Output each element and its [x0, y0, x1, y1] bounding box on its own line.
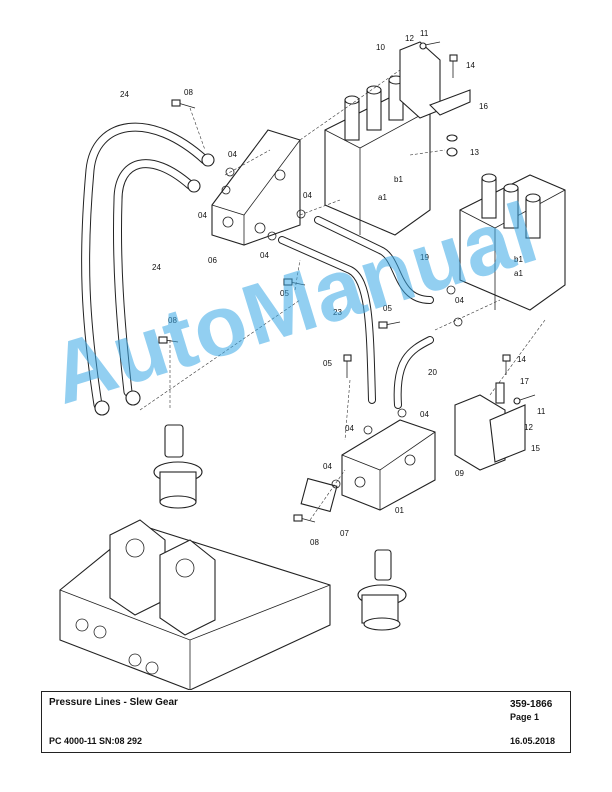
leader-lines	[139, 69, 546, 521]
callout: 10	[376, 43, 385, 52]
callout: 24	[152, 263, 161, 272]
callout: 23	[333, 308, 342, 317]
callout: 15	[531, 444, 540, 453]
svg-text:b1: b1	[394, 175, 403, 184]
fasteners	[158, 41, 536, 523]
hose-fitting	[187, 179, 201, 193]
callout: 04	[260, 251, 269, 260]
callout: 13	[470, 148, 479, 157]
callout: 24	[120, 90, 129, 99]
control-valve-lower: b1 a1	[459, 173, 566, 311]
exploded-parts-diagram: b1 a1 b1 a1	[59, 29, 566, 690]
drawing-title: Pressure Lines - Slew Gear	[49, 697, 178, 708]
pipe-19	[314, 216, 434, 304]
callout: 01	[395, 506, 404, 515]
callout: 14	[466, 61, 475, 70]
callout: 11	[537, 407, 546, 416]
callout: 11	[420, 29, 429, 38]
callout: 05	[323, 359, 332, 368]
callout: 16	[479, 102, 488, 111]
callout: 04	[455, 296, 464, 305]
callout: 08	[310, 538, 319, 547]
title-block: Pressure Lines - Slew Gear 359-1866 Page…	[41, 691, 571, 753]
callout: 07	[340, 529, 349, 538]
hose-fitting	[94, 400, 110, 416]
callout: 04	[303, 191, 312, 200]
pipe-20	[393, 336, 434, 409]
hose-fitting	[201, 153, 215, 167]
callout: 06	[208, 256, 217, 265]
hose-fitting	[125, 390, 141, 406]
callout: 12	[524, 423, 533, 432]
pilot-joystick-right	[357, 549, 407, 631]
model-serial: PC 4000-11 SN:08 292	[49, 736, 143, 746]
bracket-09	[454, 394, 526, 471]
callout: 08	[184, 88, 193, 97]
part-number: 359-1866	[510, 699, 553, 710]
manifold-block-01	[341, 419, 436, 511]
callout: 05	[383, 304, 392, 313]
svg-text:b1: b1	[514, 255, 523, 264]
document-date: 16.05.2018	[510, 736, 556, 746]
callout-labels: 01 04 04 04 04 04 04 04 04 05 05 05 06 0…	[120, 29, 546, 547]
svg-text:a1: a1	[514, 269, 523, 278]
callout: 08	[168, 316, 177, 325]
callout: 04	[198, 211, 207, 220]
callout: 04	[420, 410, 429, 419]
callout: 04	[345, 424, 354, 433]
hose-24-inner	[113, 159, 195, 397]
plate-07	[300, 477, 338, 513]
hose-24-outer	[81, 122, 210, 410]
callout: 09	[455, 469, 464, 478]
callout: 04	[323, 462, 332, 471]
page-number: Page 1	[510, 712, 540, 722]
callout: 04	[228, 150, 237, 159]
callout: 19	[420, 253, 429, 262]
callout: 17	[520, 377, 529, 386]
callout: 20	[428, 368, 437, 377]
callout: 05	[280, 289, 289, 298]
base-frame	[59, 519, 331, 690]
pipe-23	[278, 236, 376, 404]
callout: 14	[517, 355, 526, 364]
pilot-joystick-left	[153, 424, 203, 509]
callout: 12	[405, 34, 414, 43]
bracket-10	[399, 41, 471, 119]
manifold-block-06	[211, 129, 301, 246]
svg-text:a1: a1	[378, 193, 387, 202]
